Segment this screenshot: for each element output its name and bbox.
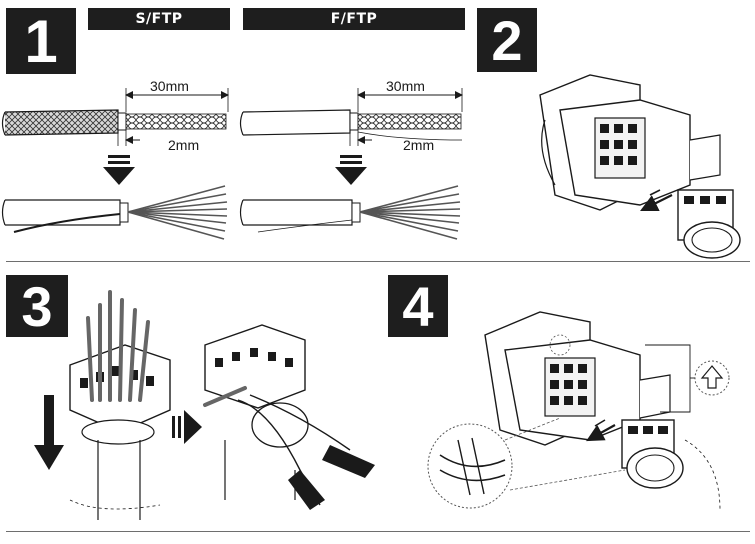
fftp-dimension-2mm	[349, 130, 372, 146]
step-4-insert-arrow	[586, 419, 616, 442]
fftp-down-arrow	[335, 155, 367, 185]
fftp-dimension-30mm	[357, 88, 463, 112]
step-4-badge: 4	[388, 275, 448, 338]
step-2-wire-cap	[677, 189, 741, 259]
step-4-up-arrow-callout	[645, 344, 730, 413]
sftp-down-arrow	[103, 155, 135, 185]
sftp-shield-length-label: 2mm	[168, 137, 199, 153]
section-divider-bottom	[6, 531, 750, 532]
step-4-wire-cap	[621, 419, 721, 511]
step-1-badge: 1	[6, 8, 76, 75]
step-4-detail-magnifier	[427, 334, 626, 509]
step-4-keystone-module	[484, 311, 671, 446]
step-2-keystone-module	[539, 74, 721, 211]
sftp-dimension-30mm	[125, 88, 229, 112]
fftp-shield-length-label: 2mm	[403, 137, 434, 153]
sftp-dimension-2mm	[117, 130, 140, 146]
fftp-stripped-cable	[239, 109, 463, 141]
step-3-down-arrow	[34, 395, 64, 470]
sftp-header: S/FTP	[88, 8, 230, 30]
fftp-strip-length-label: 30mm	[386, 78, 425, 94]
step-2-badge: 2	[477, 8, 537, 72]
fftp-fanned-cable	[239, 185, 461, 240]
step-3-right-arrow	[172, 410, 202, 444]
fftp-header: F/FTP	[243, 8, 465, 30]
sftp-fanned-cable	[1, 185, 228, 240]
step-3-wire-cap-with-wires	[69, 290, 171, 520]
step-3-cutting-pliers	[203, 324, 375, 510]
step-3-badge: 3	[6, 275, 68, 338]
sftp-stripped-cable	[1, 109, 227, 136]
sftp-strip-length-label: 30mm	[150, 78, 189, 94]
step-2-insert-arrow	[640, 189, 673, 211]
section-divider-top	[6, 261, 750, 262]
